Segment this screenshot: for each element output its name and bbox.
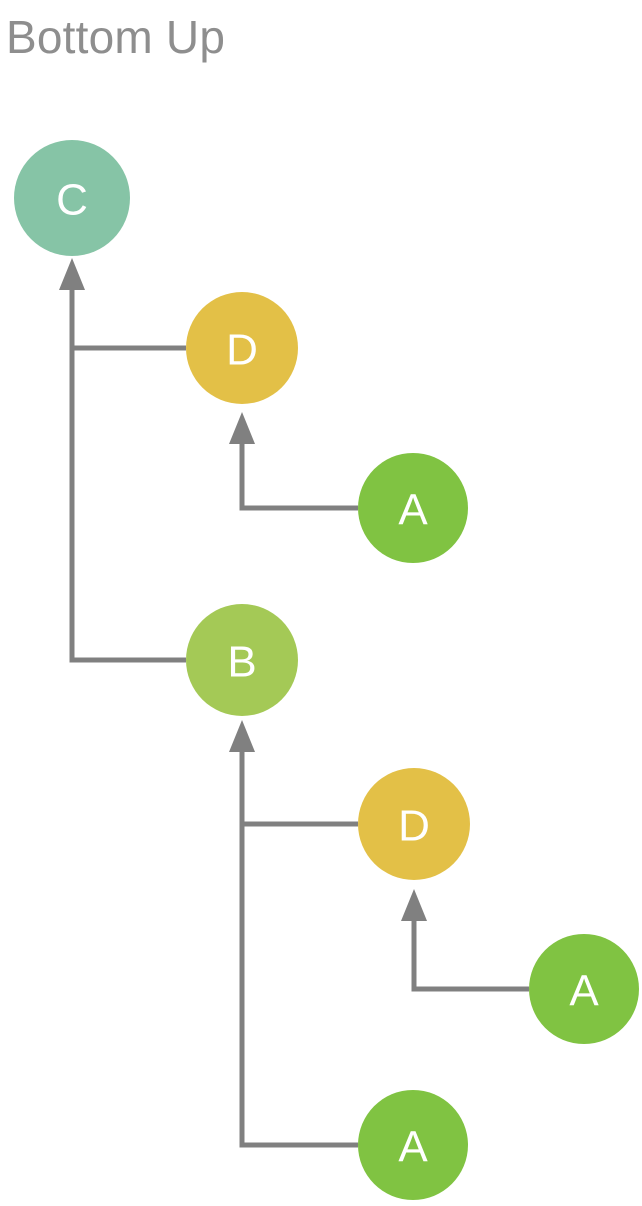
edge-path [239, 734, 358, 827]
arrow-head-icon [229, 720, 255, 752]
node-a-upper-circle[interactable] [358, 453, 468, 563]
arrow-into-c [59, 258, 85, 290]
edge-path [239, 734, 358, 1148]
node-a-right-label: A [569, 967, 599, 1016]
node-a-right[interactable]: A [529, 934, 639, 1044]
edge-path [239, 426, 358, 511]
node-d-lower[interactable]: D [358, 768, 470, 880]
node-d-upper[interactable]: D [186, 292, 298, 404]
page-title: Bottom Up [6, 11, 226, 63]
node-c-label: C [56, 176, 88, 225]
node-a-bottom-circle[interactable] [358, 1090, 468, 1200]
edge-path [411, 903, 529, 992]
nodes-layer: C D A B D A [14, 140, 639, 1200]
node-a-bottom-label: A [398, 1123, 428, 1172]
arrow-head-icon [59, 258, 85, 290]
node-b-circle[interactable] [186, 604, 298, 716]
node-b-label: B [227, 638, 256, 687]
node-a-right-circle[interactable] [529, 934, 639, 1044]
edge-path [69, 272, 186, 663]
node-c-circle[interactable] [14, 140, 130, 256]
edge-a2-to-d2 [401, 889, 529, 992]
edge-a3-to-b [239, 734, 358, 1148]
node-c[interactable]: C [14, 140, 130, 256]
arrow-head-icon [229, 412, 255, 444]
node-d-lower-circle[interactable] [358, 768, 470, 880]
node-b[interactable]: B [186, 604, 298, 716]
node-d-upper-label: D [226, 326, 258, 375]
edge-a1-to-d1 [229, 412, 358, 511]
edge-d1-to-c [69, 272, 186, 351]
node-a-bottom[interactable]: A [358, 1090, 468, 1200]
edge-d2-to-b [239, 734, 358, 827]
node-a-upper[interactable]: A [358, 453, 468, 563]
edge-b-to-c [69, 272, 186, 663]
node-a-upper-label: A [398, 486, 428, 535]
arrow-head-icon [401, 889, 427, 921]
node-d-upper-circle[interactable] [186, 292, 298, 404]
edge-path [69, 272, 186, 351]
arrow-into-b [229, 720, 255, 752]
edges-layer [59, 258, 529, 1148]
node-d-lower-label: D [398, 802, 430, 851]
